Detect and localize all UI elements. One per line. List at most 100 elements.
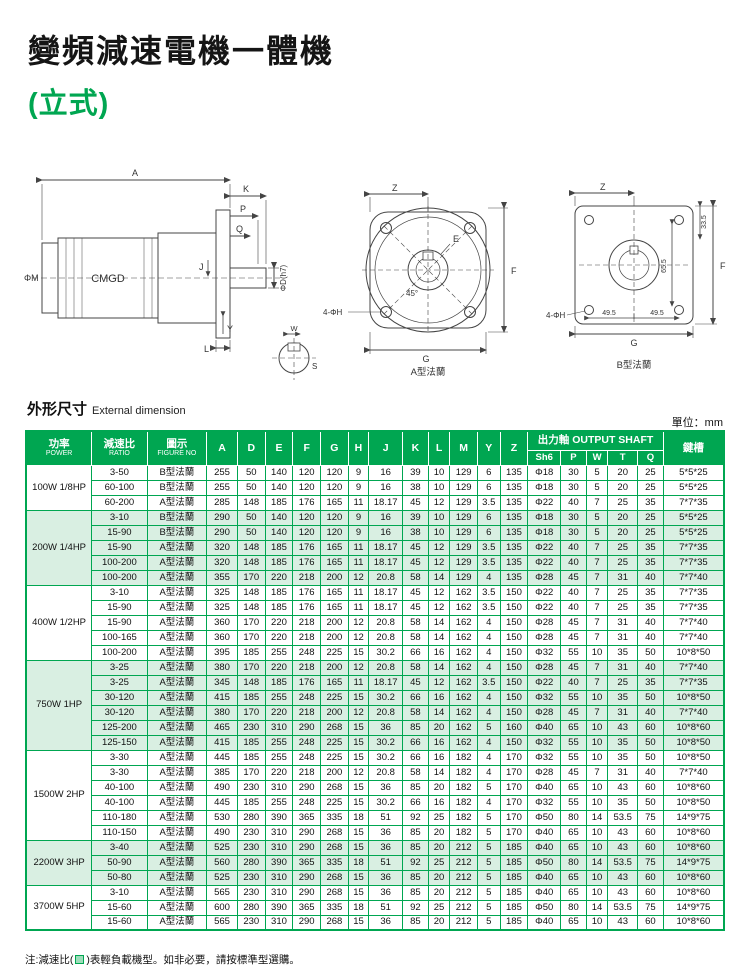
- keyway-cell: 14*9*75: [662, 899, 725, 916]
- dim-cell: 230: [236, 914, 266, 931]
- dim-cell: 20: [427, 869, 451, 886]
- shaft-cell: 10: [585, 689, 609, 706]
- dim-cell: 14: [427, 704, 451, 721]
- dim-cell: 185: [264, 599, 294, 616]
- dim-cell: 135: [499, 494, 529, 511]
- dim-cell: 165: [320, 584, 349, 601]
- figure-cell: A型法蘭: [146, 914, 208, 931]
- shaft-cell: 7: [585, 629, 609, 646]
- dim-cell: 280: [236, 809, 266, 826]
- dim-cell: 129: [449, 569, 478, 586]
- dim-cell: 170: [236, 629, 266, 646]
- dim-cell: 255: [264, 794, 294, 811]
- keyway-cell: 5*5*25: [662, 479, 725, 496]
- dim-cell: 290: [292, 779, 322, 796]
- dim-cell: 176: [292, 584, 322, 601]
- dim-cell: 92: [402, 854, 429, 871]
- power-group-cell: 100W 1/8HP: [25, 464, 93, 511]
- keyway-cell: 10*8*50: [662, 794, 725, 811]
- dim-cell: 16: [368, 479, 404, 496]
- dim-cell: 129: [449, 524, 478, 541]
- keyway-cell: 7*7*35: [662, 674, 725, 691]
- ratio-cell: 125-150: [91, 734, 148, 751]
- dim-cell: 176: [292, 599, 322, 616]
- col-header-t: T: [607, 449, 639, 466]
- dim-cell: 185: [499, 839, 529, 856]
- figure-cell: A型法蘭: [146, 539, 208, 556]
- shaft-cell: 65: [560, 719, 587, 736]
- dim-cell: 185: [236, 734, 266, 751]
- dim-cell: 310: [264, 779, 294, 796]
- dim-cell: 185: [499, 854, 529, 871]
- shaft-cell: 25: [607, 539, 639, 556]
- dim-cell: 3.5: [477, 539, 501, 556]
- shaft-cell: 43: [607, 869, 639, 886]
- col-header-A: A: [206, 430, 238, 466]
- dim-cell: 25: [427, 854, 451, 871]
- dim-cell: 148: [236, 494, 266, 511]
- shaft-cell: 25: [637, 464, 664, 481]
- dim-cell: 4: [477, 644, 501, 661]
- dim-cell: 9: [347, 479, 370, 496]
- dim-cell: 268: [320, 779, 349, 796]
- dim-cell: 212: [449, 854, 478, 871]
- dim-cell: 165: [320, 539, 349, 556]
- dim-label-p: P: [240, 204, 246, 214]
- keyway-cell: 7*7*35: [662, 494, 725, 511]
- shaft-cell: 65: [560, 779, 587, 796]
- dim-cell: 16: [427, 734, 451, 751]
- dim-cell: 20: [427, 914, 451, 931]
- dim-cell: 150: [499, 734, 529, 751]
- shaft-cell: 55: [560, 689, 587, 706]
- dim-cell: 5: [477, 839, 501, 856]
- dim-cell: 135: [499, 479, 529, 496]
- dim-cell: 66: [402, 689, 429, 706]
- shaft-cell: 31: [607, 704, 639, 721]
- dim-cell: 39: [402, 464, 429, 481]
- dim-cell: 129: [449, 509, 478, 526]
- dim-cell: 200: [320, 659, 349, 676]
- dim-label-q: Q: [236, 224, 243, 234]
- shaft-cell: 40: [637, 614, 664, 631]
- dim-cell: 445: [206, 749, 238, 766]
- dim-cell: 85: [402, 839, 429, 856]
- col-header-sh6: Sh6: [527, 449, 562, 466]
- shaft-cell: 10: [585, 914, 609, 931]
- dim-cell: 16: [427, 644, 451, 661]
- shaft-cell: 5: [585, 524, 609, 541]
- page-subtitle: (立式): [28, 88, 110, 120]
- dim-cell: 4: [477, 629, 501, 646]
- dim-cell: 92: [402, 899, 429, 916]
- dim-cell: 36: [368, 839, 404, 856]
- dim-cell: 45: [402, 494, 429, 511]
- dim-cell: 11: [347, 584, 370, 601]
- keyway-cell: 5*5*25: [662, 464, 725, 481]
- ratio-cell: 100-200: [91, 569, 148, 586]
- shaft-cell: 40: [637, 764, 664, 781]
- dim-cell: 230: [236, 824, 266, 841]
- shaft-cell: 5: [585, 509, 609, 526]
- shaft-cell: 60: [637, 914, 664, 931]
- dim-cell: 212: [449, 899, 478, 916]
- dim-cell: 150: [499, 584, 529, 601]
- ratio-cell: 3-25: [91, 659, 148, 676]
- dim-cell: 268: [320, 884, 349, 901]
- dim-cell: 320: [206, 539, 238, 556]
- dim-cell: 185: [499, 884, 529, 901]
- dim-cell: 15: [347, 719, 370, 736]
- shaft-cell: 10: [585, 824, 609, 841]
- dim-cell: 160: [499, 719, 529, 736]
- dim-cell: 3.5: [477, 494, 501, 511]
- dim-cell: 310: [264, 719, 294, 736]
- dim-cell: 5: [477, 914, 501, 931]
- dim-cell: 6: [477, 479, 501, 496]
- dim-cell: 12: [427, 554, 451, 571]
- dim-cell: 14: [427, 614, 451, 631]
- dim-cell: 335: [320, 809, 349, 826]
